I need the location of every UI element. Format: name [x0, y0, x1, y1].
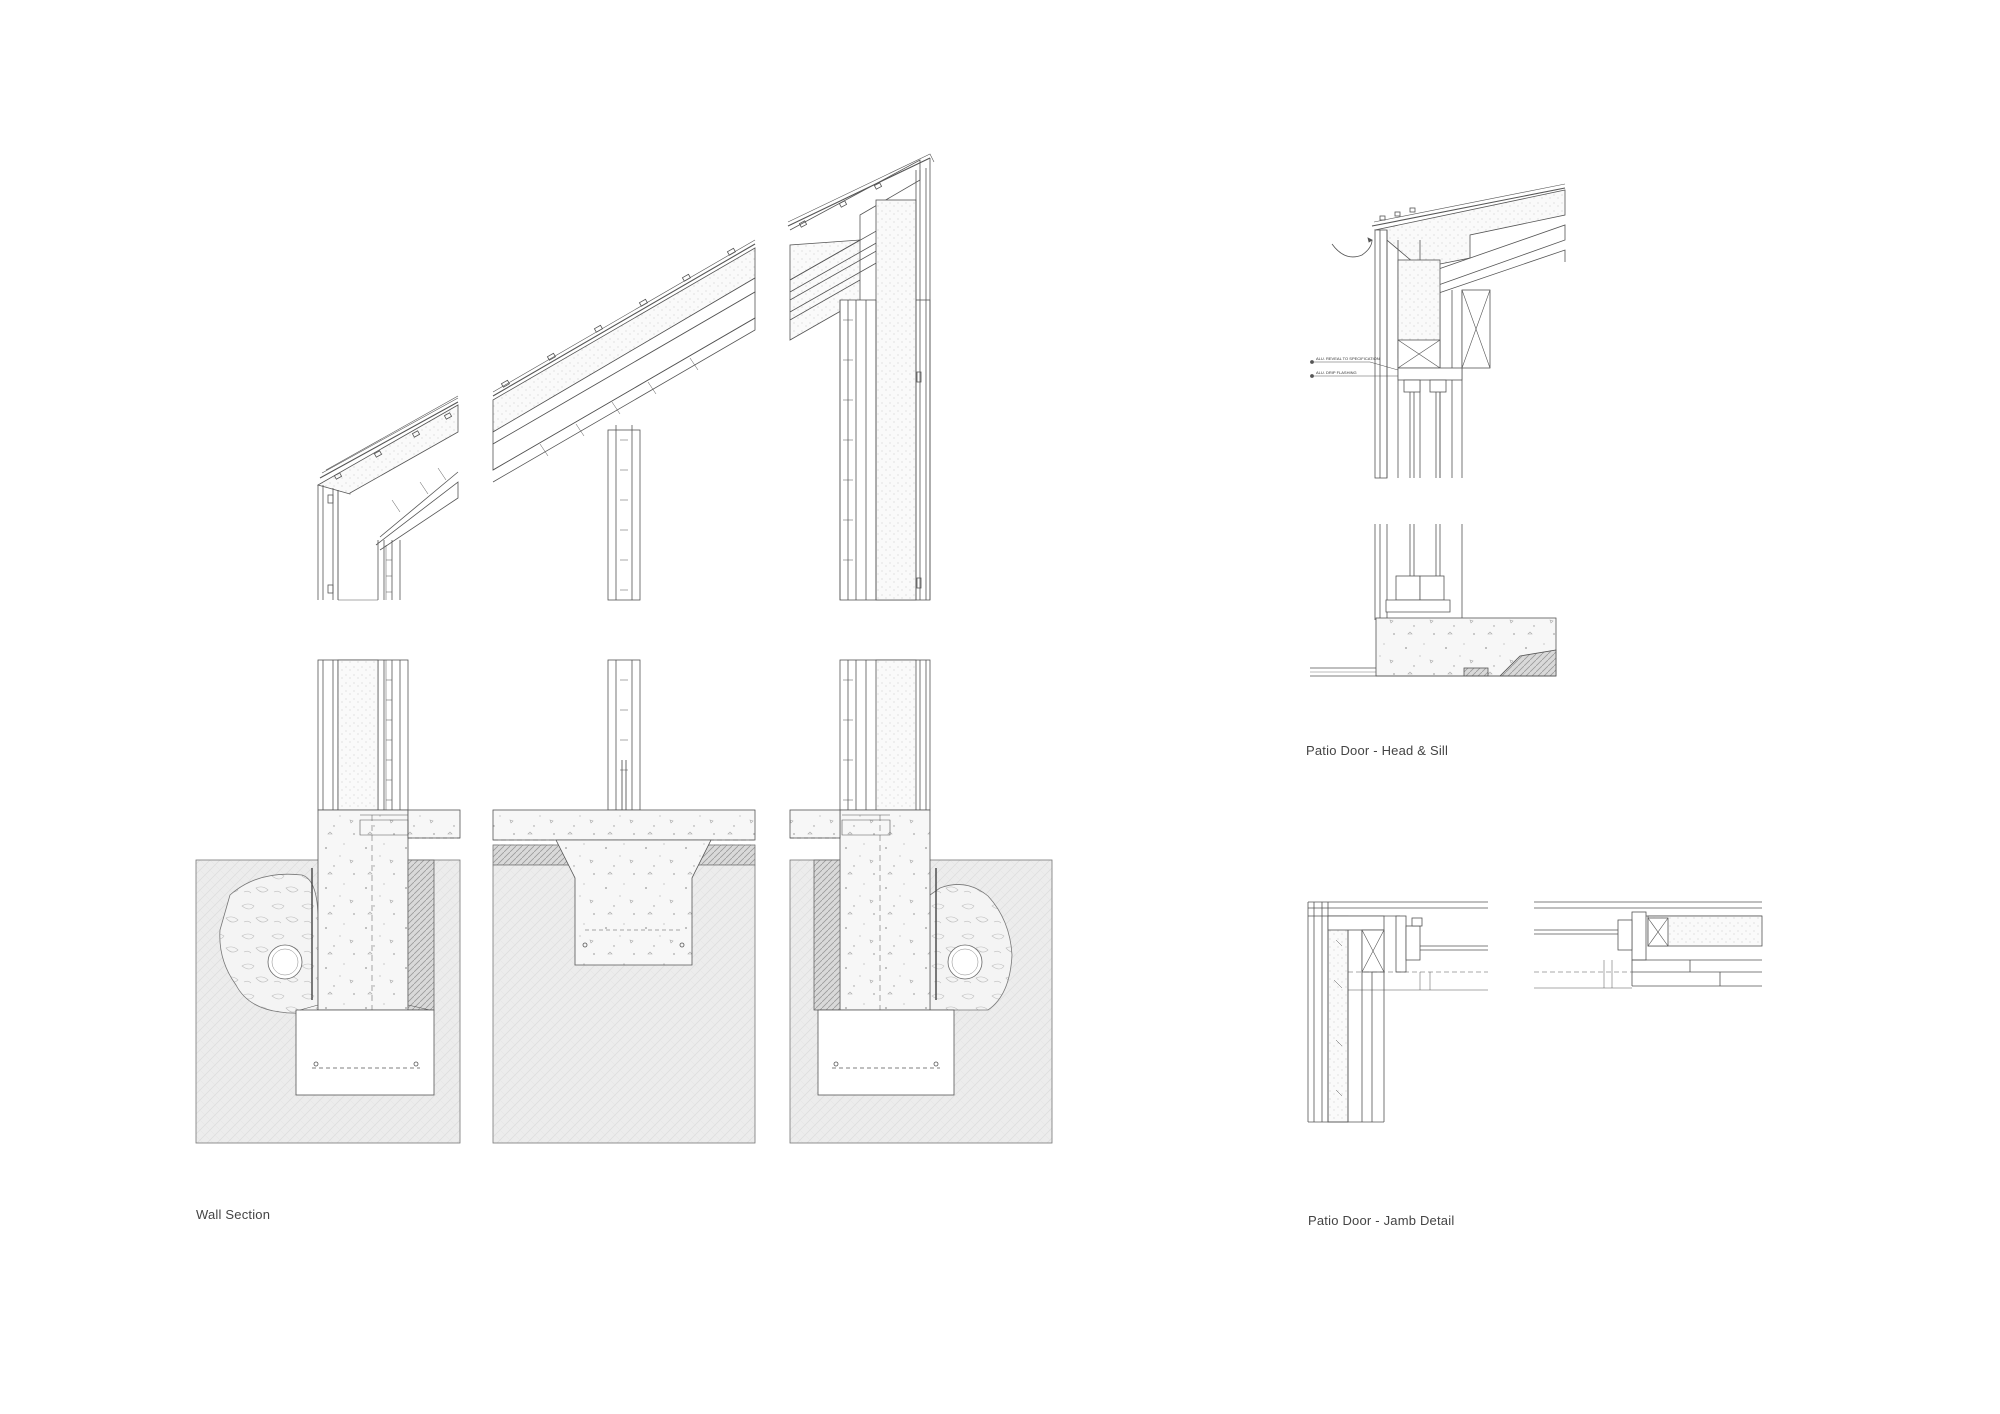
caption-wall-section: Wall Section [196, 1207, 271, 1222]
slab-2 [492, 809, 756, 841]
head-callout-1: ALU. REVEAL TO SPECIFICATION [1316, 356, 1380, 361]
caption-jamb-detail: Patio Door - Jamb Detail [1308, 1213, 1455, 1228]
foundation-wall-3 [839, 809, 931, 1011]
footing-1 [295, 1009, 435, 1096]
wall-section-2 [492, 239, 756, 1144]
patio-door-jamb-right [1534, 901, 1763, 989]
patio-door-sill [1310, 524, 1557, 677]
head-callout-2: ALU. DRIP FLASHING [1316, 370, 1357, 375]
drain-pipe-3 [947, 944, 983, 980]
wall-section-1 [195, 395, 461, 1144]
foundation-wall-1 [317, 809, 409, 1011]
interior-partition-2 [607, 425, 641, 862]
caption-head-sill: Patio Door - Head & Sill [1306, 743, 1449, 758]
eave-detail-1 [316, 395, 459, 601]
interior-footing-2 [555, 839, 712, 966]
drain-pipe-1 [267, 944, 303, 980]
wall-lower-1 [317, 659, 409, 811]
patio-door-jamb-left [1307, 901, 1488, 1123]
patio-door-head [1310, 183, 1566, 479]
footing-3 [817, 1009, 955, 1096]
wall-section-3 [787, 153, 1053, 1144]
